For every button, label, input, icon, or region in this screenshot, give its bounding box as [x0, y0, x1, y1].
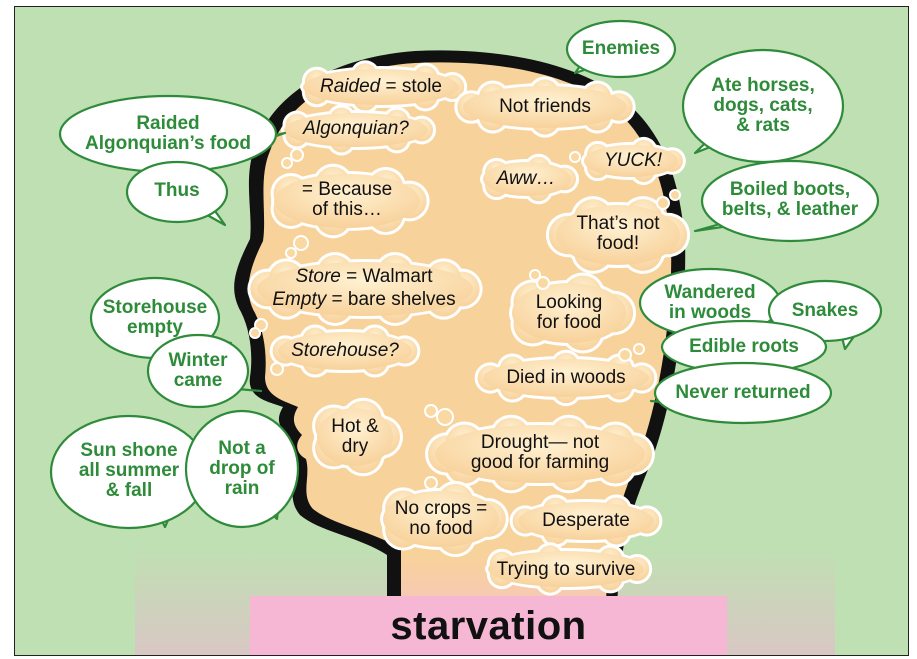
cloud-algonquian: Algonquian? [303, 117, 409, 139]
cloud-shape-trying [485, 542, 653, 596]
cloud-shape-store [247, 252, 483, 339]
bubble-boiled-boots: Boiled boots,belts, & leather [721, 178, 859, 220]
bubble-shape-snakes [767, 279, 883, 351]
bubble-snakes: Snakes [791, 299, 859, 321]
cloud-trying-to-survive: Trying to survive [496, 558, 636, 580]
thought-clouds [247, 60, 691, 596]
cloud-shape-raided [300, 60, 468, 114]
cloud-aww: Aww… [496, 167, 556, 189]
cloud-shape-aww [480, 153, 580, 205]
cloud-hot-dry: Hot &dry [331, 415, 379, 457]
bubble-never-returned: Never returned [675, 381, 811, 403]
cloud-shape-died [474, 343, 658, 407]
cloud-shape-not-friends [454, 76, 636, 138]
bubble-shape-never-returned [649, 361, 833, 425]
bubble-thus: Thus [154, 179, 200, 201]
cloud-yuck: YUCK! [603, 149, 663, 171]
bubble-edible-roots: Edible roots [689, 335, 799, 357]
banner-title: starvation [390, 603, 587, 648]
bubble-shape-sun-shone [49, 414, 209, 530]
diagram-artwork [49, 19, 883, 655]
bubble-shape-thus [125, 160, 229, 227]
cloud-store-walmart: Store = Walmart [295, 265, 433, 287]
cloud-raided-stole: Raided = stole [319, 75, 443, 97]
cloud-shape-hot-dry [312, 397, 403, 477]
cloud-shape-not-food [545, 189, 691, 274]
cloud-shape-because [270, 163, 430, 259]
starvation-banner: starvation [250, 596, 727, 655]
cloud-shape-yuck [569, 136, 686, 186]
cloud-shape-desperate [509, 494, 663, 548]
bubble-ate-animals: Ate horses,dogs, cats,& rats [711, 74, 815, 137]
bubble-shape-boiled-boots [693, 159, 880, 243]
cloud-not-friends: Not friends [499, 95, 591, 117]
diagram-frame: Raided = stole Algonquian? Not friends Y… [14, 6, 909, 656]
cloud-shape-no-crops [380, 476, 509, 558]
cloud-shape-storehouse-q [269, 324, 421, 378]
cloud-empty-shelves: Empty = bare shelves [272, 288, 456, 310]
cloud-no-crops: No crops =no food [394, 497, 488, 539]
cloud-died-in-woods: Died in woods [506, 366, 626, 388]
bubble-shape-winter-came [146, 333, 263, 409]
bubble-enemies: Enemies [581, 37, 661, 59]
cloud-desperate: Desperate [542, 509, 630, 531]
cloud-shape-looking [509, 269, 637, 354]
speech-bubbles [49, 19, 883, 530]
cloud-shape-algonquian [281, 104, 437, 169]
cloud-storehouse-question: Storehouse? [291, 339, 399, 361]
cloud-shape-drought [424, 404, 655, 494]
bubble-shape-no-rain [184, 409, 300, 529]
bubble-shape-enemies [565, 19, 677, 79]
